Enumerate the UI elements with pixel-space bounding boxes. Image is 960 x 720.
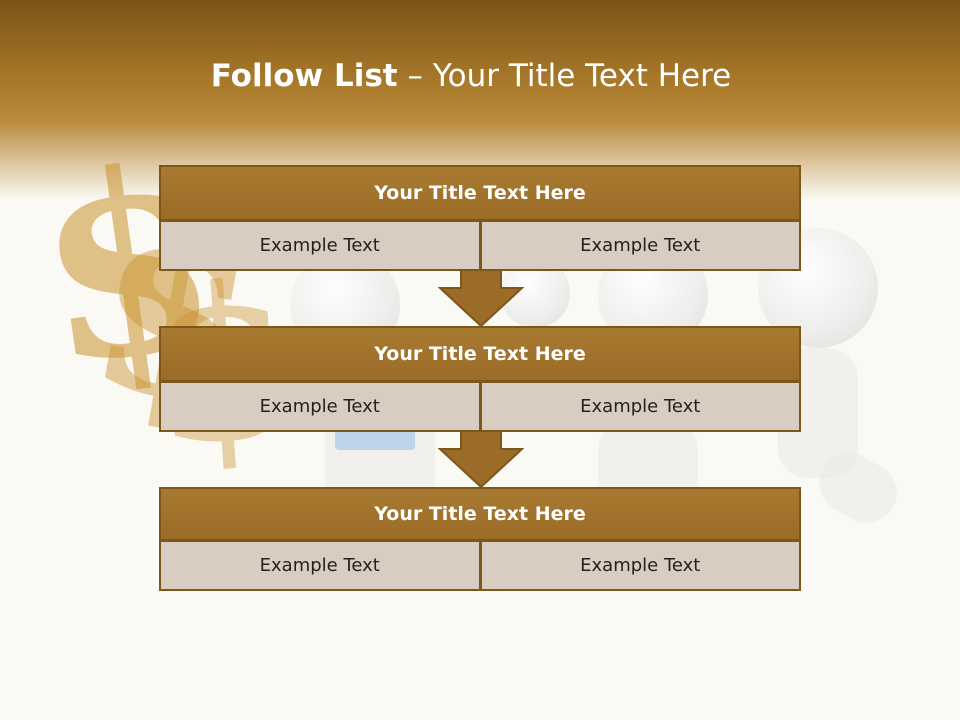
step-cell-right: Example Text: [480, 541, 801, 591]
slide-title-separator: –: [397, 58, 433, 94]
step-title: Your Title Text Here: [159, 326, 801, 382]
step-block-2: Your Title Text Here Example Text Exampl…: [159, 326, 801, 432]
step-cell-left: Example Text: [159, 221, 481, 271]
down-arrow-icon: [438, 270, 524, 328]
step-block-3: Your Title Text Here Example Text Exampl…: [159, 487, 801, 591]
step-row: Example Text Example Text: [159, 541, 801, 591]
step-title: Your Title Text Here: [159, 165, 801, 221]
step-row: Example Text Example Text: [159, 221, 801, 271]
down-arrow-icon: [438, 431, 524, 489]
slide-title-main: Follow List: [210, 58, 398, 94]
slide-title: Follow List – Your Title Text Here: [0, 56, 942, 96]
step-row: Example Text Example Text: [159, 382, 801, 432]
step-cell-left: Example Text: [159, 382, 481, 432]
step-title: Your Title Text Here: [159, 487, 801, 541]
step-block-1: Your Title Text Here Example Text Exampl…: [159, 165, 801, 271]
step-cell-right: Example Text: [480, 382, 801, 432]
slide-title-sub: Your Title Text Here: [432, 58, 732, 94]
step-cell-left: Example Text: [159, 541, 481, 591]
step-cell-right: Example Text: [480, 221, 801, 271]
